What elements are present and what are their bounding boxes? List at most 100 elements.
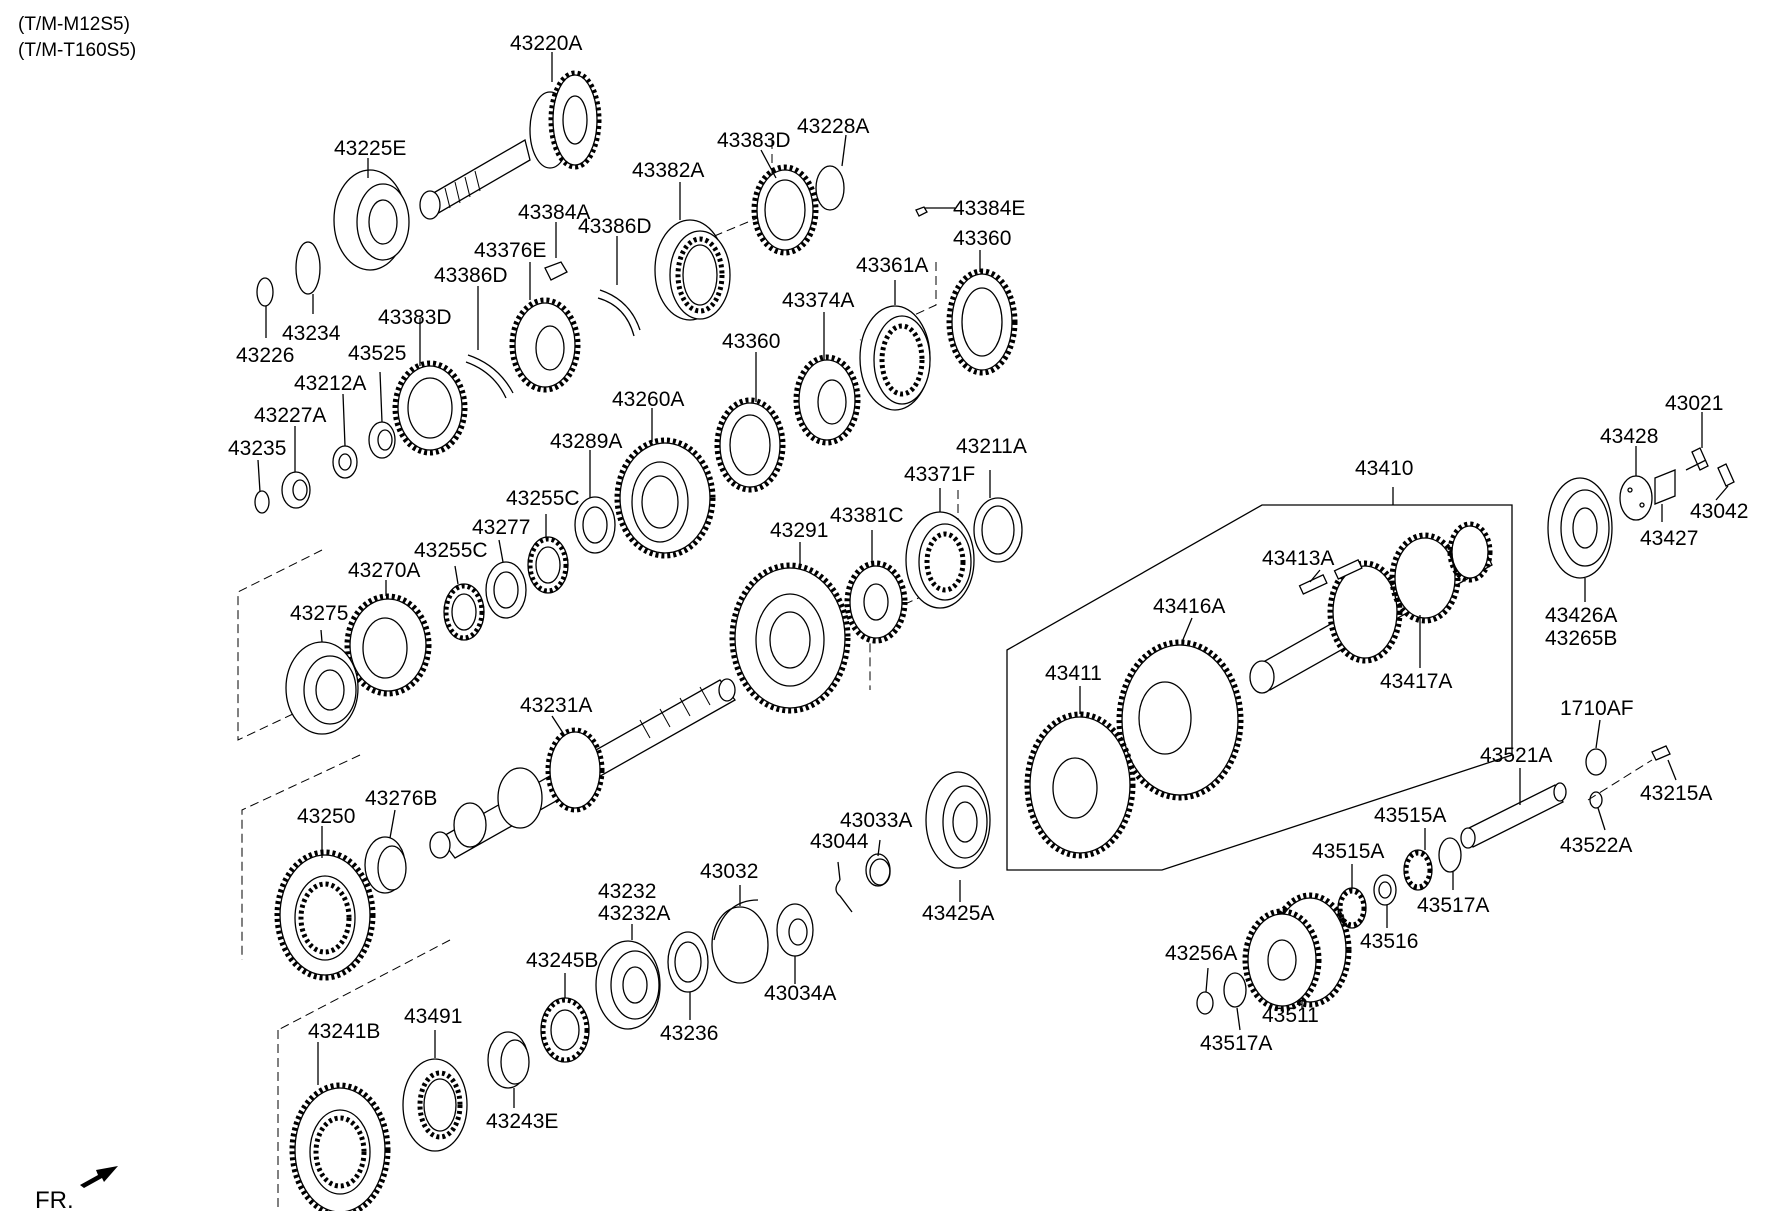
part-label: 43231A xyxy=(520,694,592,717)
part-label: 43386D xyxy=(434,264,508,287)
counter-gear xyxy=(1024,711,1136,859)
reverse-idler-gear xyxy=(1242,892,1352,1012)
spacer xyxy=(1373,874,1397,906)
gear xyxy=(614,437,716,559)
main-shaft xyxy=(429,678,736,859)
part-label: 43425A xyxy=(922,902,994,925)
part-label: 43042 xyxy=(1690,500,1748,523)
synchro-sleeve xyxy=(654,219,731,321)
part-label: 43384E xyxy=(953,197,1025,220)
front-arrow-icon xyxy=(80,1166,118,1188)
lock-plate xyxy=(1654,469,1676,505)
washer xyxy=(1589,791,1603,809)
part-label: 43386D xyxy=(578,215,652,238)
part-label: 43517A xyxy=(1200,1032,1272,1055)
part-label: 43383D xyxy=(378,306,452,329)
synchro-sleeve xyxy=(859,305,931,411)
bearing xyxy=(925,771,991,869)
synchro-key xyxy=(544,206,928,281)
part-label: 43511 xyxy=(1262,1004,1319,1027)
part-label: 43255C xyxy=(414,539,488,562)
counter-gear xyxy=(1116,639,1244,801)
part-label: 43416A xyxy=(1153,595,1225,618)
part-label: 43243E xyxy=(486,1110,558,1133)
snap-ring xyxy=(1196,991,1214,1015)
lock-bolt xyxy=(1587,745,1671,801)
part-label: 43525 xyxy=(348,342,406,365)
bearing xyxy=(285,641,359,735)
part-label: 43374A xyxy=(782,289,854,312)
bearing xyxy=(1547,477,1613,579)
part-label: 43220A xyxy=(510,32,582,55)
part-label: 43260A xyxy=(612,388,684,411)
woodruff-key xyxy=(1298,559,1363,595)
part-label: 43276B xyxy=(365,787,437,810)
snap-ring xyxy=(256,165,845,307)
part-label: 43382A xyxy=(632,159,704,182)
part-label: 43212A xyxy=(294,372,366,395)
part-label: 43522A xyxy=(1560,834,1632,857)
needle-bearing xyxy=(1337,849,1433,929)
gear-bush xyxy=(574,496,616,554)
synchro-sleeve xyxy=(402,1058,468,1152)
synchro-hub xyxy=(509,297,581,393)
part-label: 43021 xyxy=(1665,392,1723,415)
part-label: 43515A xyxy=(1374,804,1446,827)
needle-bearing xyxy=(443,536,569,641)
needle-bearing xyxy=(254,421,396,514)
model-code-line-1: (T/M-M12S5) xyxy=(18,14,130,35)
part-label: 43215A xyxy=(1640,782,1712,805)
synchro-hub xyxy=(793,354,861,446)
part-label: 43226 xyxy=(236,344,294,367)
part-label: 43255C xyxy=(506,487,580,510)
part-label: 43428 xyxy=(1600,425,1658,448)
split-pin xyxy=(835,879,853,913)
part-label: 43235 xyxy=(228,437,286,460)
part-label: 43234 xyxy=(282,322,341,345)
o-ring xyxy=(1585,748,1607,776)
part-label: 43033A xyxy=(840,809,912,832)
part-label: 43032 xyxy=(700,860,758,883)
group-outline-row4 xyxy=(241,754,451,1031)
bearing xyxy=(595,940,661,1030)
front-label: FR. xyxy=(35,1187,74,1211)
part-label: 43371F xyxy=(904,463,975,486)
bush xyxy=(487,1031,530,1089)
part-label: 43270A xyxy=(348,559,420,582)
part-label: 43241B xyxy=(308,1020,380,1043)
part-label: 43417A xyxy=(1380,670,1452,693)
input-shaft xyxy=(419,70,602,220)
part-label: 43515A xyxy=(1312,840,1384,863)
part-label: 43426A xyxy=(1545,604,1617,627)
part-label: 43384A xyxy=(518,201,590,224)
part-label: 43413A xyxy=(1262,547,1334,570)
part-label: 43250 xyxy=(297,805,355,828)
part-label: 1710AF xyxy=(1560,697,1634,720)
part-label: 43427 xyxy=(1640,527,1698,550)
part-label: 43265B xyxy=(1545,627,1617,650)
thrust-washer xyxy=(540,997,590,1063)
bolt xyxy=(1685,447,1735,487)
thrust-washer xyxy=(1223,837,1462,1008)
part-label: 43516 xyxy=(1360,930,1418,953)
snap-ring xyxy=(973,497,1023,563)
part-label: 43245B xyxy=(526,949,598,972)
o-ring xyxy=(865,853,891,887)
part-label: 43277 xyxy=(472,516,530,539)
model-code-line-2: (T/M-T160S5) xyxy=(18,40,137,61)
part-label: 43034A xyxy=(764,982,836,1005)
snap-ring xyxy=(667,931,709,993)
split-ring xyxy=(465,289,641,399)
part-label: 43256A xyxy=(1165,942,1237,965)
part-label: 43411 xyxy=(1045,662,1102,685)
part-label: 43521A xyxy=(1480,744,1552,767)
bush xyxy=(364,836,407,894)
part-label: 43360 xyxy=(953,227,1011,250)
part-label: 43360 xyxy=(722,330,780,353)
part-label: 43289A xyxy=(550,430,622,453)
part-label: 43376E xyxy=(474,239,546,262)
bearing xyxy=(333,169,410,271)
part-label: 43410 xyxy=(1355,457,1413,480)
countershaft xyxy=(1249,521,1493,694)
